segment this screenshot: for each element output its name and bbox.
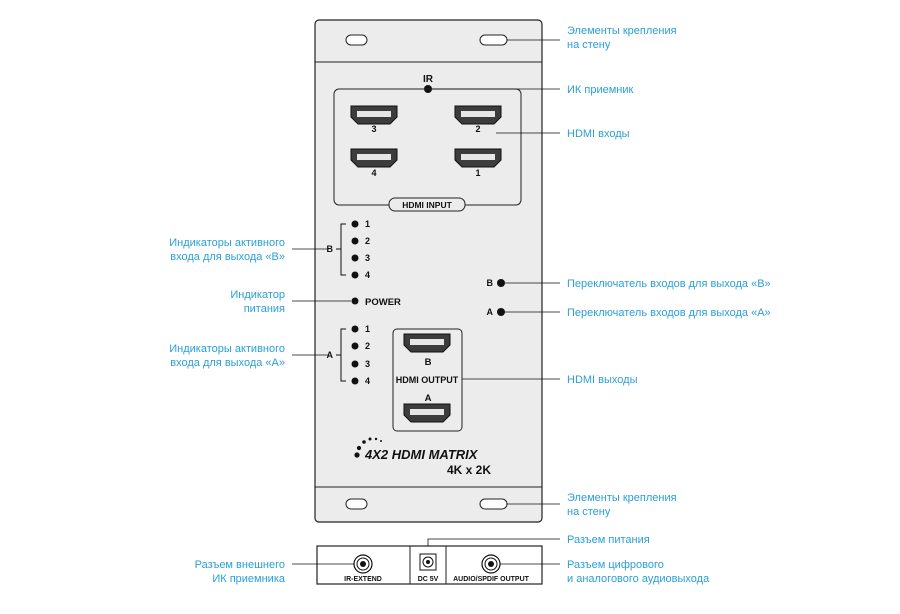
- callout-ind-b-1: Индикаторы активного: [169, 237, 285, 249]
- callout-audio-1: Разъем цифрового: [567, 559, 664, 571]
- callout-ind-a-2: входа для выхода «A»: [170, 357, 285, 369]
- indicators-a: A 1 2 3 4: [327, 324, 371, 386]
- led-a-label: 4: [365, 376, 370, 386]
- ir-label: IR: [423, 74, 434, 85]
- power-label: POWER: [365, 297, 401, 308]
- switch-b-letter: B: [487, 278, 494, 288]
- callout-mount-top-2: на стену: [567, 39, 611, 51]
- led-b-label: 2: [365, 236, 370, 246]
- hdmi-input-port-2: [454, 105, 502, 125]
- hdmi-input-group: 3 2 4 1 HDMI INPUT: [333, 88, 522, 212]
- callout-power-2: питания: [244, 303, 285, 315]
- mount-slot-top-left: [345, 34, 368, 46]
- indicators-b: B 1 2 3 4: [327, 219, 371, 280]
- mount-slot-bottom-right: [479, 498, 508, 510]
- led-b-label: 3: [365, 253, 370, 263]
- callout-ext-ir-1: Разъем внешнего: [195, 559, 285, 571]
- hdmi-output-b-label: B: [425, 357, 432, 368]
- callout-switch-a: Переключатель входов для выхода «A»: [567, 307, 771, 319]
- led-a-4: [351, 377, 359, 385]
- callout-switch-b: Переключатель входов для выхода «B»: [567, 278, 771, 290]
- led-b-3: [351, 254, 359, 262]
- callout-ext-ir-2: ИК приемника: [212, 573, 286, 585]
- led-b-4: [351, 271, 359, 279]
- callout-audio-2: и аналогового аудиовыхода: [567, 573, 710, 585]
- audio-jack: [481, 554, 501, 574]
- hdmi-input-port-4: [350, 148, 398, 168]
- brand-logo: 4X2 HDMI MATRIX 4K x 2K: [354, 437, 491, 477]
- leader-lines: [292, 39, 560, 565]
- hdmi-input-num: 1: [475, 168, 480, 178]
- hdmi-output-a-label: A: [425, 393, 432, 404]
- led-b-2: [351, 237, 359, 245]
- indicators-a-letter: A: [327, 350, 334, 360]
- callout-power-1: Индикатор: [230, 289, 285, 301]
- switch-a-button: [497, 308, 505, 316]
- switch-b-button: [497, 279, 505, 287]
- callout-hdmi-outputs: HDMI выходы: [567, 374, 638, 386]
- dc-label: DC 5V: [418, 576, 439, 583]
- hdmi-output-group: B HDMI OUTPUT A: [392, 328, 463, 432]
- callout-mount-top-1: Элементы крепления: [567, 25, 677, 37]
- switch-a-letter: A: [487, 307, 494, 317]
- callout-power-jack: Разъем питания: [567, 534, 650, 546]
- led-a-label: 3: [365, 359, 370, 369]
- audio-label: AUDIO/SPDIF OUTPUT: [453, 576, 530, 583]
- hdmi-input-port-1: [454, 148, 502, 168]
- hdmi-output-caption: HDMI OUTPUT: [396, 375, 459, 385]
- led-b-label: 1: [365, 219, 370, 229]
- led-a-3: [351, 360, 359, 368]
- led-b-1: [351, 220, 359, 228]
- hdmi-input-port-3: [350, 105, 398, 125]
- hdmi-input-num: 3: [371, 124, 376, 134]
- indicators-b-letter: B: [327, 244, 334, 254]
- led-a-2: [351, 342, 359, 350]
- hdmi-input-caption: HDMI INPUT: [402, 200, 452, 210]
- brand-line1: 4X2 HDMI MATRIX: [364, 447, 479, 462]
- callout-ir-receiver: ИК приемник: [567, 84, 633, 96]
- callout-mount-bottom-1: Элементы крепления: [567, 492, 677, 504]
- hdmi-input-num: 2: [475, 124, 480, 134]
- device-front-panel: [314, 19, 543, 523]
- mount-slot-top-right: [479, 34, 508, 46]
- brand-line2: 4K x 2K: [447, 463, 491, 477]
- device-back-panel: IR-EXTEND DC 5V AUDIO/SPDIF OUTPUT: [316, 545, 543, 585]
- callout-ind-b-2: входа для выхода «B»: [170, 251, 285, 263]
- power-led: [351, 297, 359, 305]
- ir-extend-label: IR-EXTEND: [344, 576, 382, 583]
- callout-hdmi-inputs: HDMI входы: [567, 128, 630, 140]
- callout-ind-a-1: Индикаторы активного: [169, 343, 285, 355]
- led-a-label: 2: [365, 341, 370, 351]
- hdmi-input-num: 4: [371, 168, 376, 178]
- callout-mount-bottom-2: на стену: [567, 506, 611, 518]
- led-a-label: 1: [365, 324, 370, 334]
- mount-slot-bottom-left: [345, 498, 368, 510]
- led-a-1: [351, 325, 359, 333]
- hdmi-output-port-b: [403, 333, 451, 353]
- led-b-label: 4: [365, 270, 370, 280]
- ir-extend-jack: [353, 554, 373, 574]
- hdmi-output-port-a: [403, 403, 451, 423]
